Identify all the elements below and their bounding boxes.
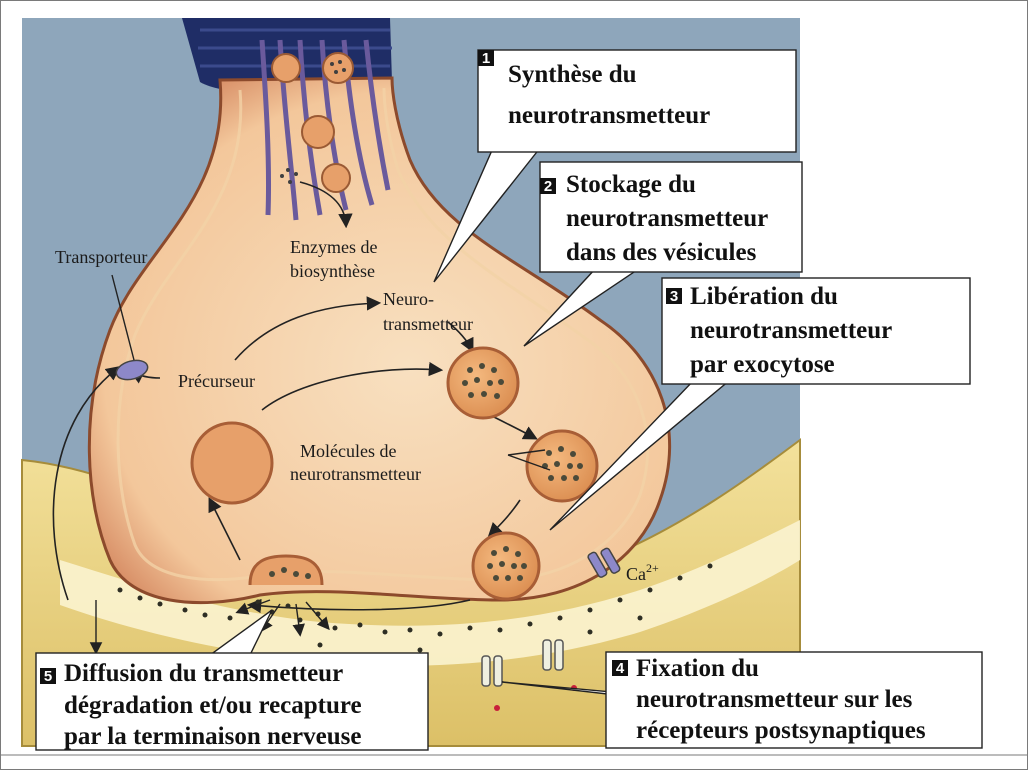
transporter	[115, 359, 149, 381]
svg-text:5: 5	[44, 668, 52, 685]
step-callout-2: 2 Stockage du neurotransmetteur dans des…	[539, 161, 803, 273]
svg-text:neurotransmetteur: neurotransmetteur	[566, 205, 768, 232]
calcium-channel	[587, 547, 621, 578]
svg-text:dans des vésicules: dans des vésicules	[566, 239, 757, 266]
label-neuro-1: Neuro-	[383, 289, 434, 309]
label-neuro-2: transmetteur	[383, 314, 473, 334]
label-molecules-2: neurotransmetteur	[290, 464, 421, 484]
terminal-membrane-inner	[116, 87, 649, 582]
step-callout-3: 3 Libération du neurotransmetteur par ex…	[661, 277, 971, 385]
svg-text:2: 2	[544, 178, 552, 195]
vesicle-axon-4	[321, 163, 351, 193]
label-molecules-1: Molécules de	[300, 441, 396, 461]
vesicle-axon-2	[322, 52, 354, 84]
step-callout-4: 4 Fixation du neurotransmetteur sur les …	[605, 651, 983, 749]
molecules-leader-1	[507, 454, 551, 471]
svg-text:Fixation du: Fixation du	[636, 655, 759, 682]
vesicles	[190, 346, 599, 601]
svg-text:4: 4	[616, 660, 625, 677]
svg-text:récepteurs postsynaptiques: récepteurs postsynaptiques	[636, 717, 926, 744]
svg-text:Libération du: Libération du	[690, 283, 838, 310]
svg-text:3: 3	[670, 288, 678, 305]
label-enzymes-1: Enzymes de	[290, 237, 377, 257]
label-enzymes-2: biosynthèse	[290, 261, 375, 281]
svg-text:dégradation et/ou recapture: dégradation et/ou recapture	[64, 692, 362, 719]
label-precursor: Précurseur	[178, 371, 255, 391]
postsynaptic-receptors	[481, 639, 577, 711]
svg-text:1: 1	[482, 50, 490, 67]
molecules-leader-2	[507, 449, 546, 456]
svg-text:Stockage du: Stockage du	[566, 171, 696, 198]
cycle-arrows	[52, 296, 538, 614]
svg-text:Synthèse du: Synthèse du	[508, 61, 637, 88]
step-callout-1: 1 Synthèse du neurotransmetteur	[477, 49, 797, 153]
step-callout-5: 5 Diffusion du transmetteur dégradation …	[35, 652, 429, 751]
svg-text:neurotransmetteur: neurotransmetteur	[508, 102, 710, 129]
svg-text:neurotransmetteur sur les: neurotransmetteur sur les	[636, 686, 913, 713]
svg-text:Diffusion du transmetteur: Diffusion du transmetteur	[64, 660, 343, 687]
enzyme-arrow	[299, 181, 353, 229]
vesicle-contents	[269, 363, 583, 581]
transporter-leader	[111, 274, 135, 361]
label-transporter: Transporteur	[55, 247, 147, 267]
svg-text:par la terminaison nerveuse: par la terminaison nerveuse	[64, 723, 361, 750]
vesicle-axon-1	[271, 53, 301, 83]
vesicle-axon-3	[301, 115, 335, 149]
svg-text:neurotransmetteur: neurotransmetteur	[690, 317, 892, 344]
svg-text:par exocytose: par exocytose	[690, 351, 835, 378]
label-calcium: Ca2+	[626, 561, 659, 584]
